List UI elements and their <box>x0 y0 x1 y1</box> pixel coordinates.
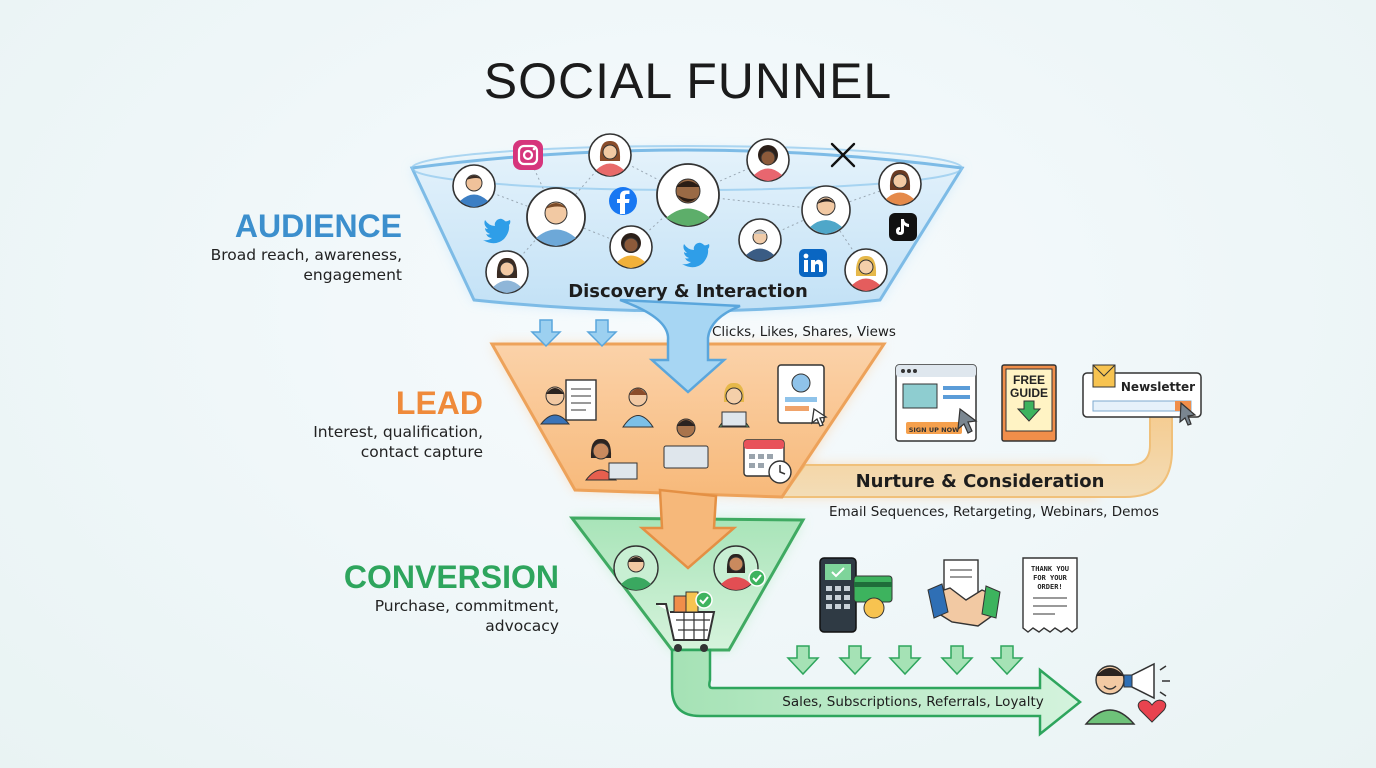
person <box>663 418 709 469</box>
audience-flow-label: Clicks, Likes, Shares, Views <box>712 324 896 340</box>
receipt-icon <box>1022 557 1078 633</box>
avatar <box>844 248 888 292</box>
tiktok-icon <box>889 213 917 241</box>
conversion-flow-label: Sales, Subscriptions, Referrals, Loyalty <box>782 694 1044 710</box>
lead-flow-label: Email Sequences, Retargeting, Webinars, … <box>829 504 1159 520</box>
avatar <box>609 225 653 269</box>
receipt-text-2: FOR YOUR <box>1033 574 1068 582</box>
conversion-down-arrows <box>786 645 1024 676</box>
twitter-icon <box>483 218 511 244</box>
avatar <box>738 218 782 262</box>
stage-desc-conversion-2: advocacy <box>485 617 559 635</box>
guide-text-1: FREE <box>1013 373 1045 387</box>
stage-name-audience: AUDIENCE <box>234 208 402 244</box>
newsletter-icon <box>1082 364 1202 426</box>
receipt-text-1: THANK YOU <box>1031 565 1069 573</box>
page-title: SOCIAL FUNNEL <box>483 53 893 109</box>
customer-avatar <box>713 545 766 591</box>
person <box>584 438 638 481</box>
instagram-icon <box>513 140 543 170</box>
avatar <box>588 133 632 177</box>
lead-funnel-label: Nurture & Consideration <box>856 471 1105 492</box>
stage-lead: LEAD Interest, qualification, contact ca… <box>313 385 483 462</box>
receipt-text-3: ORDER! <box>1037 583 1062 591</box>
audience-funnel-label: Discovery & Interaction <box>568 281 808 302</box>
audience-to-lead-arrow <box>619 298 741 394</box>
stage-audience: AUDIENCE Broad reach, awareness, engagem… <box>211 208 402 285</box>
megaphone-icon <box>1123 662 1170 700</box>
person <box>622 387 654 428</box>
calendar-icon <box>743 439 792 484</box>
stage-name-conversion: CONVERSION <box>343 559 559 595</box>
guide-text-2: GUIDE <box>1010 386 1048 400</box>
audience-avatars <box>452 133 922 294</box>
lead-to-conversion-arrow <box>638 488 738 570</box>
stage-desc-lead-1: Interest, qualification, <box>313 423 483 441</box>
stage-conversion: CONVERSION Purchase, commitment, advocac… <box>344 559 559 636</box>
stage-desc-audience-2: engagement <box>303 266 402 284</box>
payment-terminal-icon <box>819 557 893 633</box>
avatar <box>746 138 790 182</box>
shopping-cart-icon <box>656 591 716 652</box>
linkedin-icon <box>799 249 827 277</box>
person <box>718 382 750 428</box>
avatar <box>656 163 720 227</box>
handshake-icon <box>927 559 1001 627</box>
twitter-icon <box>682 242 710 268</box>
avatar <box>526 187 586 247</box>
avatar <box>801 185 851 235</box>
newsletter-label: Newsletter <box>1121 380 1195 394</box>
form-icon <box>565 379 597 421</box>
lead-people <box>539 364 828 484</box>
stage-name-lead: LEAD <box>395 385 483 421</box>
avatar <box>878 162 922 206</box>
person <box>539 386 571 425</box>
avatar <box>485 250 529 294</box>
stage-desc-conversion-1: Purchase, commitment, <box>374 597 559 615</box>
landing-page-button-label: SIGN UP NOW <box>909 426 960 434</box>
stage-desc-audience-1: Broad reach, awareness, <box>210 246 402 264</box>
facebook-icon <box>609 187 637 215</box>
x-icon <box>830 142 856 168</box>
lead-nurture-pipe <box>780 409 1173 498</box>
avatar <box>452 164 496 208</box>
audience-down-arrows <box>530 319 618 348</box>
stage-desc-lead-2: contact capture <box>360 443 483 461</box>
landing-page-icon <box>895 364 978 442</box>
heart-icon <box>1137 699 1167 723</box>
conversion-outflow-arrow <box>670 648 1083 737</box>
guide-book-icon <box>1001 364 1057 442</box>
profile-card-icon <box>777 364 828 427</box>
customer-avatar <box>613 545 659 591</box>
